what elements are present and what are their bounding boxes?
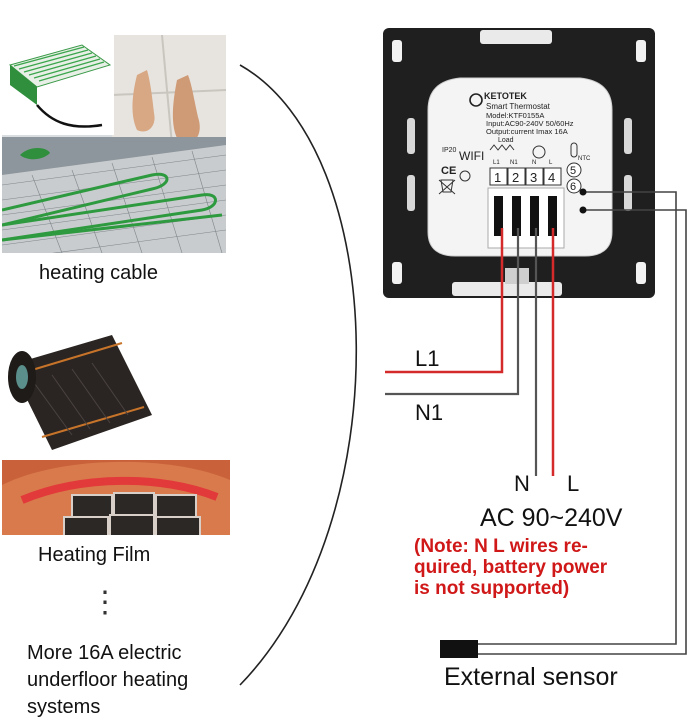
- device-input: Input:AC90-240V 50/60Hz: [486, 119, 574, 128]
- more-systems-line: underfloor heating: [27, 669, 189, 691]
- n-supply-label: N: [514, 471, 530, 496]
- n1-label: N1: [415, 400, 444, 425]
- load-bracket-curve: [239, 64, 358, 686]
- power-note-line: (Note: N L wires re-: [414, 536, 588, 557]
- more-systems-text: More 16A electric underfloor heating sys…: [27, 640, 188, 721]
- ntc-terminal-5: [566, 162, 582, 178]
- load-label: Load: [498, 137, 514, 144]
- ntc-label: NTC: [578, 156, 591, 162]
- pin-label: L: [549, 160, 553, 166]
- heating-cable-photo: [2, 35, 226, 253]
- external-sensor-probe: [440, 640, 478, 658]
- sensor-probe-icon: [570, 142, 578, 158]
- l1-label: L1: [415, 346, 440, 371]
- power-note-line: is not supported): [414, 578, 570, 599]
- wire-sensor-b: [470, 209, 687, 655]
- sensor-wire-dot: [579, 206, 587, 214]
- ntc-terminal-6: [566, 178, 582, 194]
- more-systems-line: systems: [27, 696, 101, 718]
- ntc-terminal-number: 6: [570, 181, 576, 193]
- device-brand: KETOTEK: [484, 91, 527, 101]
- external-sensor-label: External sensor: [444, 663, 618, 691]
- device-model: Model:KTF0155A: [486, 111, 544, 120]
- ce-label: CE: [441, 165, 456, 177]
- terminal-number: 2: [512, 170, 519, 185]
- device-title: Smart Thermostat: [486, 102, 551, 111]
- terminal-screw: [494, 196, 503, 236]
- pin-label: L1: [493, 160, 500, 166]
- wire-sensor-a: [470, 191, 677, 645]
- power-note-line: quired, battery power: [414, 557, 608, 578]
- terminal-number: 1: [494, 170, 501, 185]
- terminal-3: [525, 167, 544, 186]
- wifi-label: WIFI: [459, 149, 484, 163]
- brand-logo-icon: [469, 93, 483, 107]
- terminal-2: [507, 167, 526, 186]
- terminal-screw: [548, 196, 557, 236]
- heating-cable-caption: heating cable: [39, 262, 158, 284]
- ntc-terminal-number: 5: [570, 165, 576, 177]
- pin-label: N1: [510, 160, 518, 166]
- terminal-number: 3: [530, 170, 537, 185]
- disposal-bin-icon: [438, 179, 456, 195]
- sensor-wire-dot: [579, 188, 587, 196]
- heating-film-photo: [2, 315, 230, 535]
- heating-load-icon: [489, 144, 515, 151]
- wire-n1: [385, 228, 520, 396]
- terminal-screw: [512, 196, 521, 236]
- terminal-1: [489, 167, 508, 186]
- more-systems-line: More 16A electric: [27, 642, 182, 664]
- fan-icon: [532, 145, 546, 159]
- earth-icon: [459, 170, 471, 182]
- terminal-screw: [530, 196, 539, 236]
- ip-label: IP20: [442, 147, 457, 154]
- power-note: (Note: N L wires re- quired, battery pow…: [414, 536, 607, 599]
- wire-l1: [385, 228, 504, 374]
- heating-film-caption: Heating Film: [38, 544, 151, 566]
- terminal-number: 4: [548, 170, 555, 185]
- device-output: Output:current Imax 16A: [486, 127, 568, 136]
- l-supply-label: L: [567, 471, 580, 496]
- thermostat-device: KETOTEK Smart Thermostat Model:KTF0155A …: [383, 28, 655, 298]
- pin-label: N: [532, 160, 536, 166]
- terminal-4: [543, 167, 562, 186]
- ac-voltage-label: AC 90~240V: [480, 504, 623, 532]
- ellipsis-vertical: ⋮: [90, 586, 120, 619]
